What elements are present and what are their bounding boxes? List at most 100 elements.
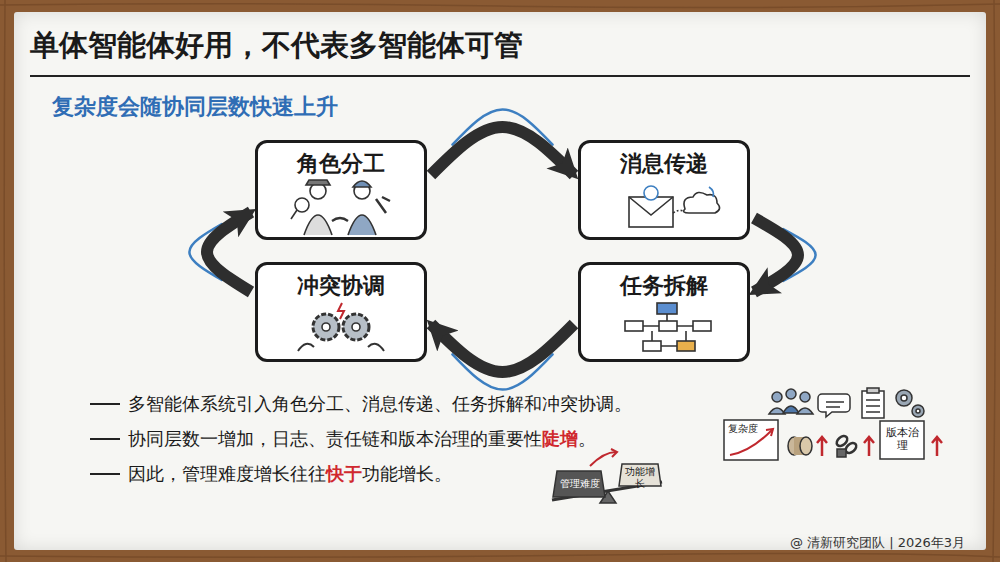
icon-label: 功能增长 bbox=[623, 466, 657, 489]
highlight-text: 快于 bbox=[326, 462, 362, 486]
footer-note: @ 清新研究团队 | 2026年3月 bbox=[790, 534, 965, 552]
drawing-stroke bbox=[295, 198, 309, 212]
drawing-stroke bbox=[864, 437, 874, 456]
drawing-stroke bbox=[313, 314, 339, 340]
drawing-stroke bbox=[298, 344, 384, 351]
process-box: 消息传递 bbox=[578, 140, 750, 240]
subtitle: 复杂度会随协同层数快速上升 bbox=[52, 92, 338, 122]
box-title: 冲突协调 bbox=[258, 271, 424, 301]
drawing-stroke bbox=[766, 429, 773, 436]
icon-label: 版本治理 bbox=[882, 427, 922, 452]
drawing-stroke bbox=[993, 0, 995, 562]
drawing-stroke bbox=[291, 210, 297, 219]
box-title: 角色分工 bbox=[258, 149, 424, 179]
drawing-stroke bbox=[673, 210, 683, 213]
drawing-stroke bbox=[644, 186, 658, 200]
drawing-stroke bbox=[724, 420, 942, 460]
cycle-arrow bbox=[207, 212, 251, 292]
drawing-stroke bbox=[896, 390, 912, 406]
bullet-text: 。 bbox=[578, 427, 596, 451]
drawing-stroke bbox=[783, 406, 799, 413]
drawing-stroke bbox=[709, 187, 714, 197]
bullet-text: 多智能体系统引入角色分工、消息传递、任务拆解和冲突协调。 bbox=[128, 392, 632, 416]
drawing-stroke bbox=[30, 75, 970, 77]
drawing-stroke bbox=[643, 341, 661, 351]
icon-label: 复杂度 bbox=[728, 422, 758, 436]
bullet-line: 多智能体系统引入角色分工、消息传递、任务拆解和冲突协调。 bbox=[128, 392, 632, 416]
drawing-stroke bbox=[629, 197, 673, 227]
drawing-stroke bbox=[332, 218, 348, 221]
drawing-stroke bbox=[90, 404, 120, 474]
drawing-stroke bbox=[880, 421, 924, 459]
process-box: 角色分工 bbox=[255, 140, 427, 240]
drawing-stroke bbox=[724, 420, 778, 460]
drawing-stroke bbox=[625, 321, 643, 331]
box-illustration bbox=[258, 301, 424, 361]
drawing-stroke bbox=[291, 180, 390, 235]
bullet-text: 协同层数一增加，日志、责任链和版本治理的重要性 bbox=[128, 427, 542, 451]
box-title: 消息传递 bbox=[581, 149, 747, 179]
drawing-stroke bbox=[826, 406, 840, 408]
drawing-stroke bbox=[826, 401, 844, 403]
drawing-stroke bbox=[352, 323, 360, 331]
drawing-stroke bbox=[353, 181, 371, 187]
drawing-stroke bbox=[348, 215, 376, 235]
drawing-stroke bbox=[800, 392, 810, 402]
page-title: 单体智能体好用，不代表多智能体可管 bbox=[30, 26, 523, 66]
drawing-stroke bbox=[0, 553, 1000, 557]
drawing-stroke bbox=[0, 4, 1000, 8]
box-illustration bbox=[581, 179, 747, 239]
drawing-stroke bbox=[657, 303, 677, 314]
highlight-text: 陡增 bbox=[542, 427, 578, 451]
drawing-stroke bbox=[932, 437, 942, 456]
drawing-stroke bbox=[643, 314, 693, 346]
drawing-stroke bbox=[343, 314, 369, 340]
drawing-stroke bbox=[625, 303, 711, 351]
drawing-stroke bbox=[553, 471, 605, 497]
drawing-stroke bbox=[611, 449, 617, 457]
drawing-stroke bbox=[306, 180, 330, 185]
drawing-stroke bbox=[786, 389, 796, 399]
drawing-stroke bbox=[800, 437, 812, 455]
bullet-text: 因此，管理难度增长往往 bbox=[128, 462, 326, 486]
drawing-stroke bbox=[866, 405, 880, 407]
drawing-stroke bbox=[912, 405, 924, 417]
drawing-stroke bbox=[866, 411, 880, 413]
drawing-stroke bbox=[90, 403, 120, 405]
box-illustration bbox=[258, 179, 424, 239]
drawing-stroke bbox=[629, 186, 720, 227]
drawing-stroke bbox=[4, 0, 6, 562]
drawing-stroke bbox=[677, 341, 695, 351]
cycle-arrow bbox=[431, 127, 574, 175]
cycle-arrow bbox=[754, 218, 798, 292]
drawing-stroke bbox=[338, 303, 344, 319]
box-title: 任务拆解 bbox=[581, 271, 747, 301]
drawing-stroke bbox=[916, 409, 920, 413]
drawing-stroke bbox=[901, 395, 907, 401]
bullet-line: 因此，管理难度增长往往快于功能增长。 bbox=[128, 462, 452, 486]
drawing-stroke bbox=[304, 215, 332, 235]
drawing-stroke bbox=[298, 303, 384, 351]
drawing-stroke bbox=[867, 388, 879, 393]
cycle-arrow bbox=[431, 324, 574, 372]
drawing-stroke bbox=[322, 323, 330, 331]
bullet-text: 功能增长。 bbox=[362, 462, 452, 486]
drawing-stroke bbox=[376, 197, 390, 213]
drawing-stroke bbox=[590, 452, 616, 466]
drawing-stroke bbox=[862, 391, 884, 418]
drawing-stroke bbox=[693, 321, 711, 331]
drawing-stroke bbox=[818, 394, 850, 417]
drawing-stroke bbox=[797, 408, 813, 414]
icon-label: 管理难度 bbox=[560, 478, 600, 490]
process-box: 任务拆解 bbox=[578, 262, 750, 362]
box-illustration bbox=[581, 301, 747, 361]
process-box: 冲突协调 bbox=[255, 262, 427, 362]
drawing-stroke bbox=[90, 438, 120, 440]
drawing-stroke bbox=[659, 321, 677, 331]
drawing-stroke bbox=[552, 449, 662, 503]
drawing-stroke bbox=[769, 388, 924, 418]
drawing-stroke bbox=[772, 392, 782, 402]
drawing-stroke bbox=[837, 449, 846, 457]
